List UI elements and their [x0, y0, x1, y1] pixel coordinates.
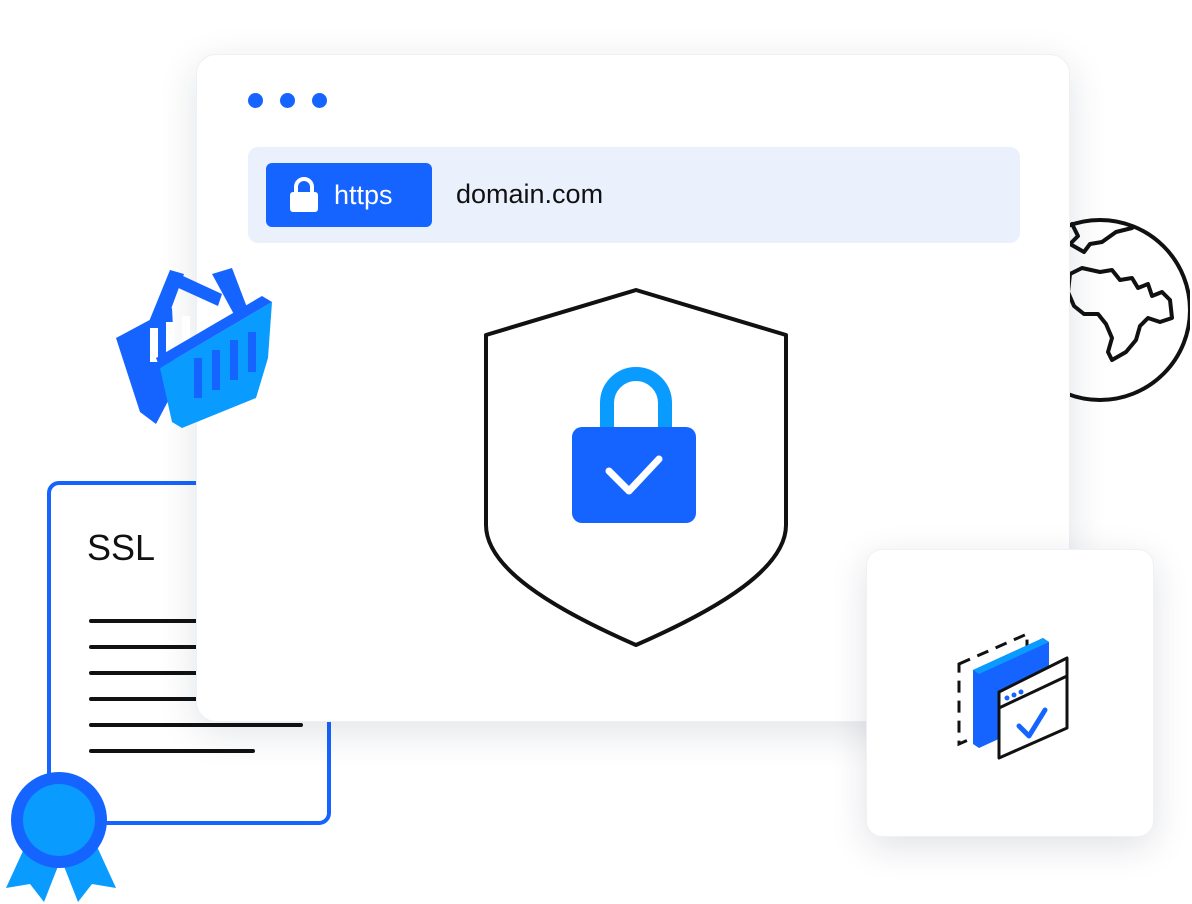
shield-lock-check-icon	[484, 288, 788, 647]
shopping-basket-icon	[116, 268, 272, 428]
certificate-line	[89, 723, 303, 727]
https-button[interactable]: https	[266, 163, 432, 227]
https-label: https	[334, 179, 393, 210]
verification-card	[866, 549, 1154, 837]
lock-icon	[290, 177, 318, 212]
certificate-title: SSL	[87, 527, 156, 568]
window-dot[interactable]	[280, 93, 295, 108]
domain-text: domain.com	[456, 179, 604, 209]
window-dot[interactable]	[312, 93, 327, 108]
certificate-line	[89, 749, 255, 753]
browser-windows-check-icon	[957, 631, 1069, 760]
award-ribbon-icon	[6, 772, 116, 902]
address-bar[interactable]: https domain.com	[248, 147, 1020, 243]
window-dot[interactable]	[248, 93, 263, 108]
